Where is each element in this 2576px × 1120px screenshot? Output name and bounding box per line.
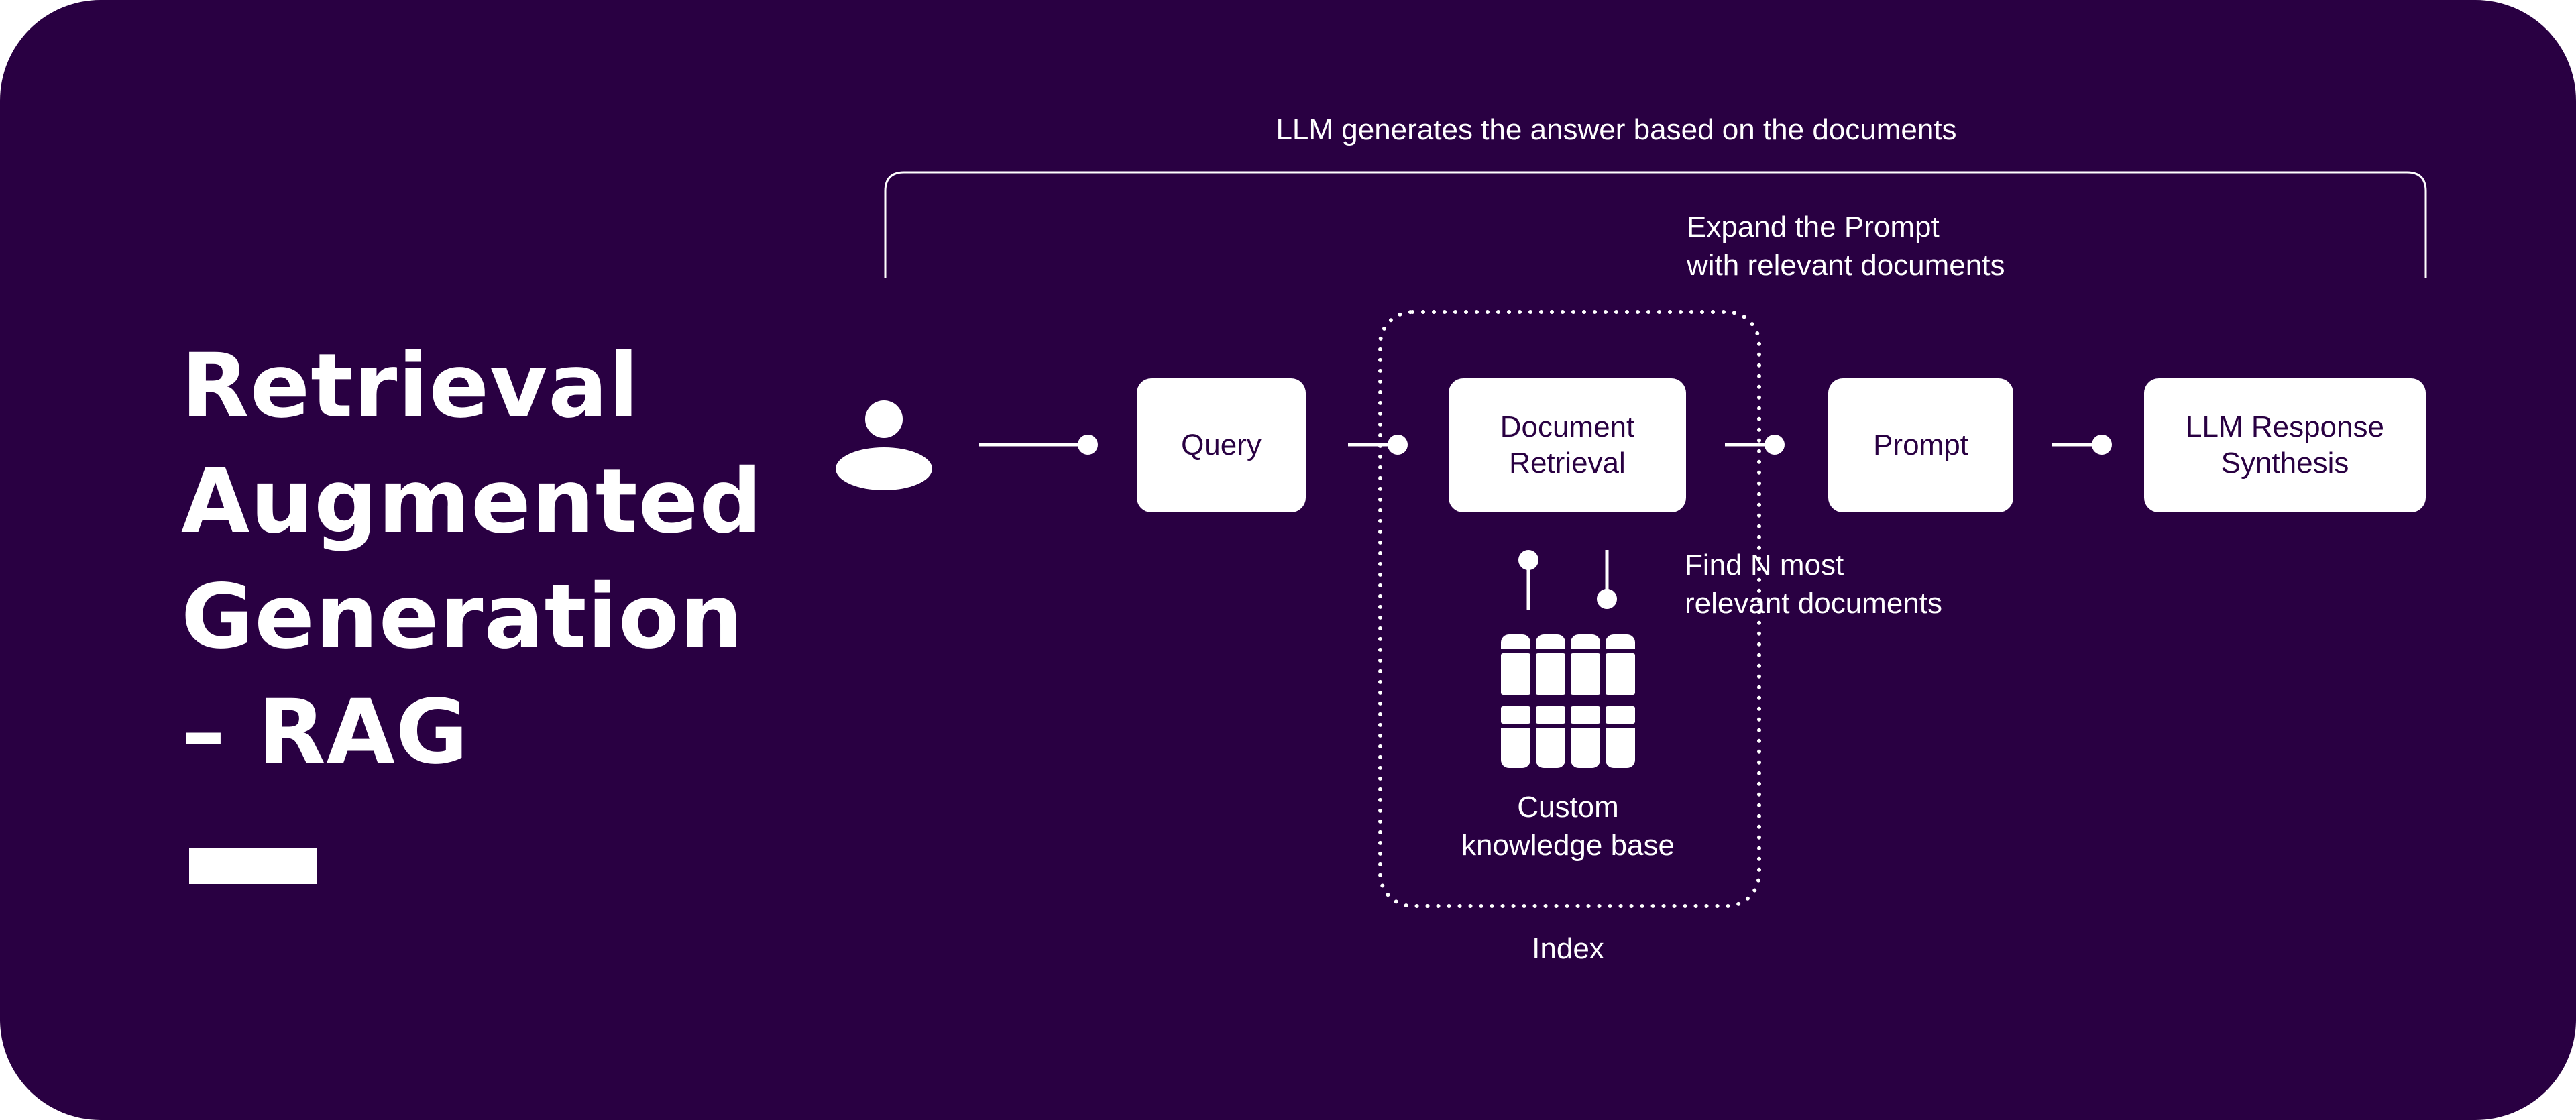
connector-user-query xyxy=(979,435,1098,455)
knowledge-base-line-2: knowledge base xyxy=(1461,829,1675,862)
index-label: Index xyxy=(1532,932,1604,965)
knowledge-base-label: Custom knowledge base xyxy=(1400,788,1736,864)
title-line-3: Generation xyxy=(181,565,744,669)
expand-prompt-line-2: with relevant documents xyxy=(1687,249,2005,282)
user-icon xyxy=(836,400,932,490)
llm-response-node: LLM Response Synthesis xyxy=(2144,378,2426,512)
title-accent-bar xyxy=(189,848,317,884)
title-line-2: Augmented xyxy=(181,450,763,553)
prompt-node: Prompt xyxy=(1828,378,2013,512)
connector-prompt-llm xyxy=(2052,435,2112,455)
database-grid-icon xyxy=(1501,634,1635,768)
find-documents-annotation: Find N most relevant documents xyxy=(1685,546,1942,622)
title-line-4: – RAG xyxy=(181,681,469,784)
find-documents-line-1: Find N most xyxy=(1685,549,1844,581)
expand-prompt-line-1: Expand the Prompt xyxy=(1687,211,1940,243)
connector-kb-to-retrieval xyxy=(1597,550,1617,609)
document-retrieval-node: Document Retrieval xyxy=(1449,378,1686,512)
top-bracket xyxy=(884,171,2427,278)
find-documents-line-2: relevant documents xyxy=(1685,587,1942,620)
connector-retrieval-to-kb xyxy=(1518,550,1538,610)
query-node: Query xyxy=(1137,378,1306,512)
knowledge-base-line-1: Custom xyxy=(1517,791,1619,824)
expand-prompt-annotation: Expand the Prompt with relevant document… xyxy=(1687,208,2005,284)
diagram-title: Retrieval Augmented Generation – RAG xyxy=(181,329,763,790)
connector-retrieval-prompt xyxy=(1725,435,1785,455)
generation-annotation: LLM generates the answer based on the do… xyxy=(1276,113,1957,146)
title-line-1: Retrieval xyxy=(181,335,640,438)
connector-query-retrieval xyxy=(1348,435,1408,455)
